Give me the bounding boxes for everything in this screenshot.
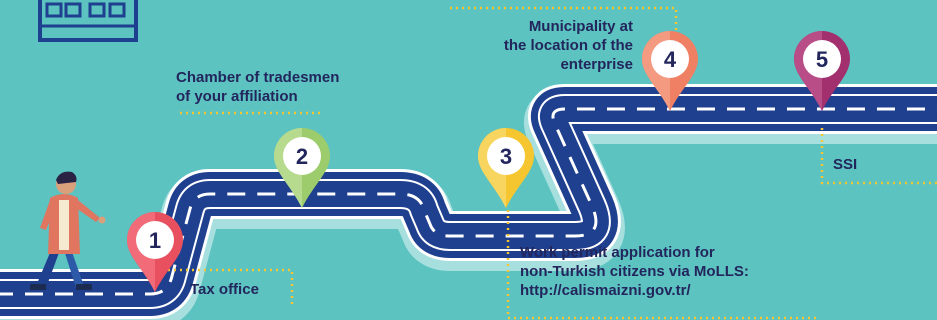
- pin-number-1: 1: [149, 228, 161, 253]
- step-3-label: Work permit application for non-Turkish …: [520, 244, 749, 299]
- person-walking-icon: [30, 171, 106, 290]
- map-pin-icon: [794, 31, 850, 111]
- leader-lines: [168, 6, 937, 320]
- road-center-dashes: [0, 107, 937, 296]
- pin-number-3: 3: [500, 144, 512, 169]
- map-pin-icon: [478, 128, 534, 208]
- map-pin-icon: [274, 128, 330, 208]
- pin-number-5: 5: [816, 47, 828, 72]
- map-pin-icon: [127, 212, 183, 292]
- pin-number-4: 4: [664, 47, 677, 72]
- pin-number-2: 2: [296, 144, 308, 169]
- step-5-label: SSI: [833, 156, 858, 173]
- step-4-label: Municipality at the location of the ente…: [503, 18, 633, 73]
- map-pin-icon: [642, 31, 698, 111]
- step-1-label: Tax office: [190, 281, 259, 298]
- building-icon: [38, 0, 138, 42]
- step-2-label: Chamber of tradesmen of your affiliation: [176, 69, 340, 105]
